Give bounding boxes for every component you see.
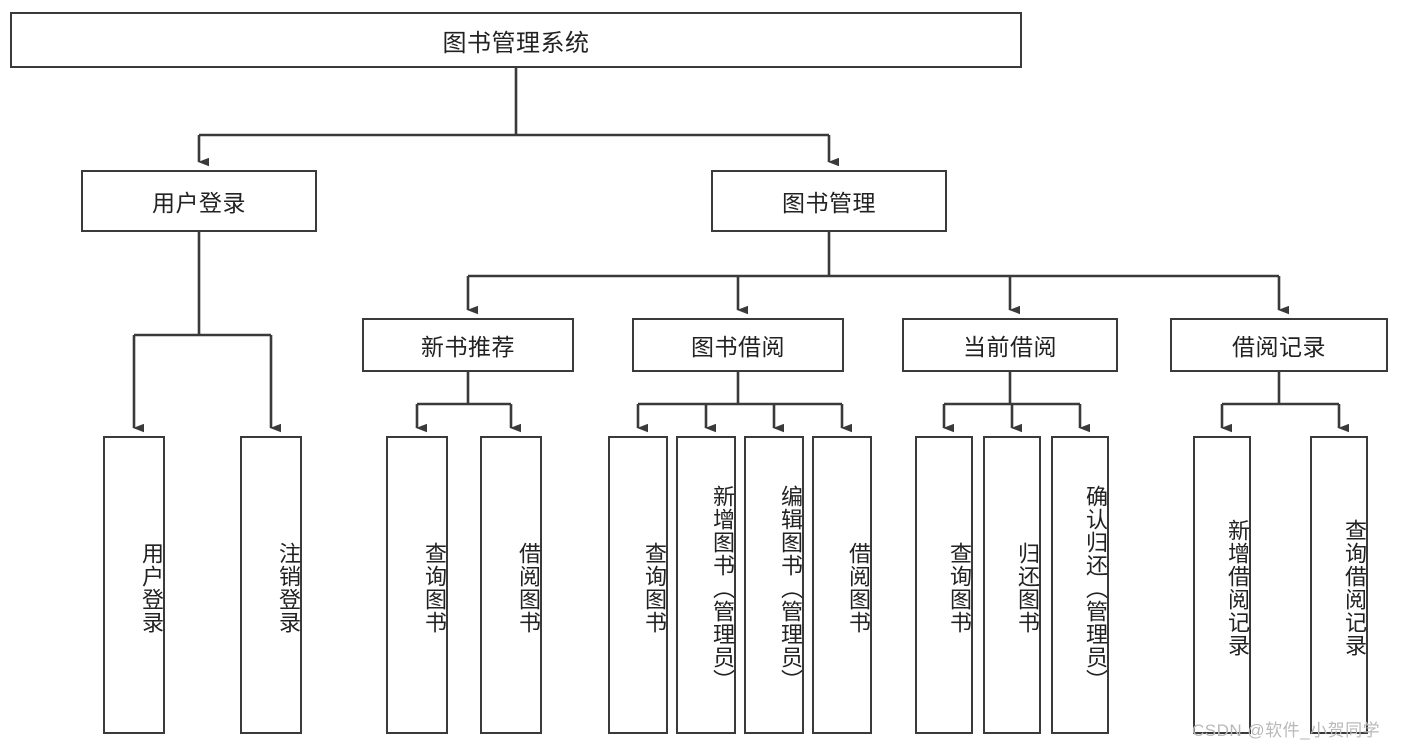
leaf-confirm-return-admin[interactable]: 确认归还（管理员） [1051,436,1109,734]
leaf-add-book-admin[interactable]: 新增图书（管理员） [676,436,736,734]
node-label: 用户登录 [139,542,164,634]
node-label: 查询图书 [947,542,972,634]
node-new-book-recommend[interactable]: 新书推荐 [362,318,574,372]
leaf-borrow-book-recommend[interactable]: 借阅图书 [480,436,542,734]
node-user-login[interactable]: 用户登录 [81,170,317,232]
node-label: 查询图书 [642,542,667,634]
node-label: 新增借阅记录 [1225,519,1250,657]
node-label: 注销登录 [276,542,301,634]
leaf-query-book-current[interactable]: 查询图书 [915,436,973,734]
node-label: 归还图书 [1015,542,1040,634]
node-label: 图书管理 [782,190,876,216]
leaf-query-book-borrow[interactable]: 查询图书 [608,436,668,734]
leaf-user-login[interactable]: 用户登录 [103,436,165,734]
node-label: 确认归还（管理员） [1083,484,1108,692]
node-label: 查询图书 [422,542,447,634]
node-label: 编辑图书（管理员） [778,484,803,692]
node-label: 新书推荐 [421,334,515,360]
node-label: 借阅图书 [846,542,871,634]
node-current-borrow[interactable]: 当前借阅 [902,318,1118,372]
leaf-add-borrow-record[interactable]: 新增借阅记录 [1193,436,1251,734]
node-label: 图书借阅 [691,334,785,360]
node-label: 借阅记录 [1232,334,1326,360]
node-book-borrow[interactable]: 图书借阅 [632,318,844,372]
leaf-edit-book-admin[interactable]: 编辑图书（管理员） [744,436,804,734]
node-book-management[interactable]: 图书管理 [711,170,947,232]
node-label: 借阅图书 [516,542,541,634]
node-root-system[interactable]: 图书管理系统 [10,12,1022,68]
watermark: CSDN @软件_小贺同学 [1192,721,1381,740]
node-label: 图书管理系统 [442,29,590,57]
node-label: 查询借阅记录 [1342,519,1367,657]
node-label: 新增图书（管理员） [710,484,735,692]
leaf-borrow-book[interactable]: 借阅图书 [812,436,872,734]
leaf-query-book-recommend[interactable]: 查询图书 [386,436,448,734]
leaf-return-book[interactable]: 归还图书 [983,436,1041,734]
node-label: 当前借阅 [963,334,1057,360]
leaf-query-borrow-record[interactable]: 查询借阅记录 [1310,436,1368,734]
node-label: 用户登录 [152,190,246,216]
leaf-user-logout[interactable]: 注销登录 [240,436,302,734]
node-borrow-record[interactable]: 借阅记录 [1170,318,1388,372]
